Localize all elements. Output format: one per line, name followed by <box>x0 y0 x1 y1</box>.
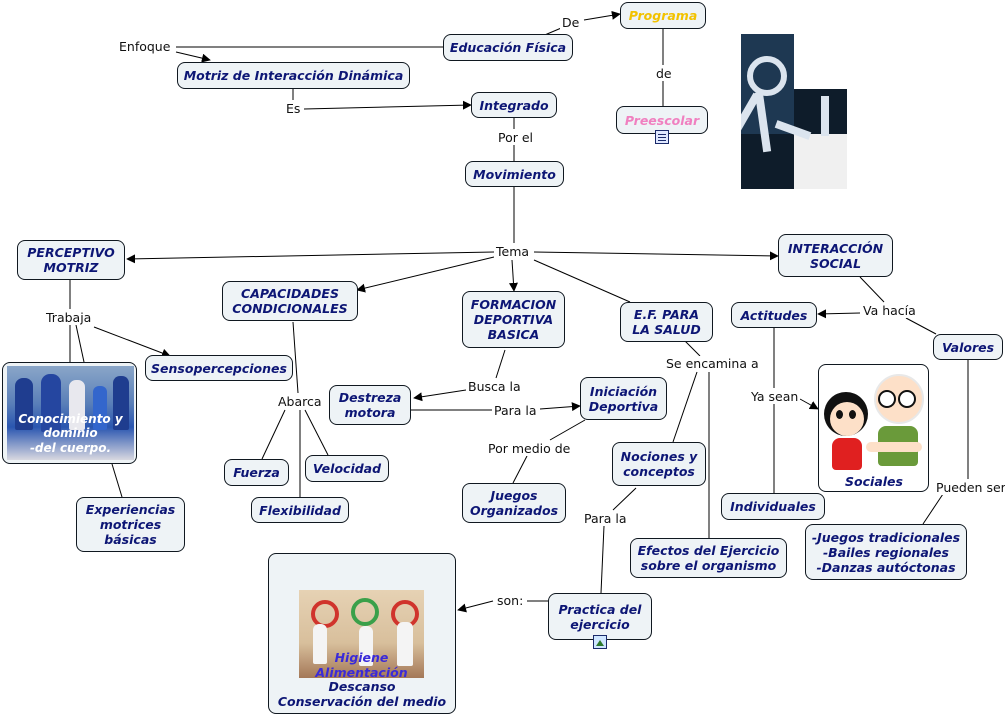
node-motriz-interaccion[interactable]: Motriz de Interacción Dinámica <box>177 62 410 89</box>
node-sensopercepciones[interactable]: Sensopercepciones <box>145 355 293 381</box>
node-perceptivo-motriz[interactable]: PERCEPTIVO MOTRIZ <box>17 240 125 280</box>
link-label-pueden-ser: Pueden ser <box>934 480 1005 495</box>
node-nociones-conceptos[interactable]: Nociones y conceptos <box>612 442 706 486</box>
link-label-es: Es <box>284 101 303 116</box>
link-label-de: De <box>560 15 582 30</box>
children-gym-photo: Conocimiento y dominio -del cuerpo. <box>7 366 134 460</box>
link-label-para-la: Para la <box>492 403 539 418</box>
link-label-se-encamina-a: Se encamina a <box>664 356 761 371</box>
node-juegos-organizados[interactable]: Juegos Organizados <box>462 483 566 523</box>
node-sociales-image[interactable]: Sociales <box>818 364 929 492</box>
node-fuerza[interactable]: Fuerza <box>224 459 289 486</box>
node-velocidad[interactable]: Velocidad <box>305 455 389 482</box>
education-logo-image <box>741 34 847 189</box>
link-label-son: son: <box>495 593 526 608</box>
document-icon[interactable] <box>655 130 669 144</box>
conocimiento-caption: Conocimiento y dominio -del cuerpo. <box>18 412 123 455</box>
link-label-enfoque: Enfoque <box>117 39 173 54</box>
node-educacion-fisica[interactable]: Educación Física <box>443 34 573 61</box>
link-label-abarca: Abarca <box>276 394 324 409</box>
node-capacidades-condicionales[interactable]: CAPACIDADES CONDICIONALES <box>222 281 358 321</box>
node-flexibilidad[interactable]: Flexibilidad <box>251 497 349 523</box>
image-icon[interactable] <box>593 635 607 649</box>
node-experiencias-motrices[interactable]: Experiencias motrices básicas <box>76 497 185 552</box>
node-practica-ejercicio[interactable]: Practica del ejercicio <box>548 593 652 640</box>
link-label-por-medio-de: Por medio de <box>486 441 573 456</box>
higiene-caption-bottom: Descanso Conservación del medio <box>277 679 447 709</box>
link-label-para-la-practica: Para la <box>582 511 629 526</box>
link-label-ya-sean: Ya sean <box>749 389 801 404</box>
node-valores[interactable]: Valores <box>933 334 1003 360</box>
node-actitudes[interactable]: Actitudes <box>731 302 817 328</box>
cartoon-children-illustration: Sociales <box>822 368 926 489</box>
node-movimiento[interactable]: Movimiento <box>465 161 564 187</box>
node-efectos-ejercicio[interactable]: Efectos del Ejercicio sobre el organismo <box>630 538 787 578</box>
node-integrado[interactable]: Integrado <box>471 92 557 118</box>
node-juegos-tradicionales[interactable]: -Juegos tradicionales -Bailes regionales… <box>805 524 967 580</box>
node-preescolar[interactable]: Preescolar <box>616 106 708 134</box>
node-higiene-image[interactable]: Higiene Alimentación Descanso Conservaci… <box>268 553 456 714</box>
link-label-por-el: Por el <box>496 130 536 145</box>
node-iniciacion-deportiva[interactable]: Iniciación Deportiva <box>580 377 667 420</box>
node-destreza-motora[interactable]: Destreza motora <box>329 385 411 425</box>
node-conocimiento-image[interactable]: Conocimiento y dominio -del cuerpo. <box>2 362 137 464</box>
node-formacion-deportiva[interactable]: FORMACION DEPORTIVA BASICA <box>462 291 565 348</box>
link-label-trabaja: Trabaja <box>44 310 94 325</box>
node-programa[interactable]: Programa <box>620 2 706 29</box>
children-classroom-photo: Higiene Alimentación <box>299 590 424 678</box>
sociales-caption: Sociales <box>845 474 903 489</box>
node-individuales[interactable]: Individuales <box>721 493 825 520</box>
node-interaccion-social[interactable]: INTERACCIÓN SOCIAL <box>778 234 893 277</box>
link-label-de-preescolar: de <box>654 66 674 81</box>
link-label-va-hacia: Va hacía <box>861 303 918 318</box>
link-label-busca-la: Busca la <box>466 379 523 394</box>
link-label-tema: Tema <box>494 244 532 259</box>
higiene-caption: Higiene Alimentación <box>315 650 408 678</box>
node-ef-salud[interactable]: E.F. PARA LA SALUD <box>620 302 713 342</box>
